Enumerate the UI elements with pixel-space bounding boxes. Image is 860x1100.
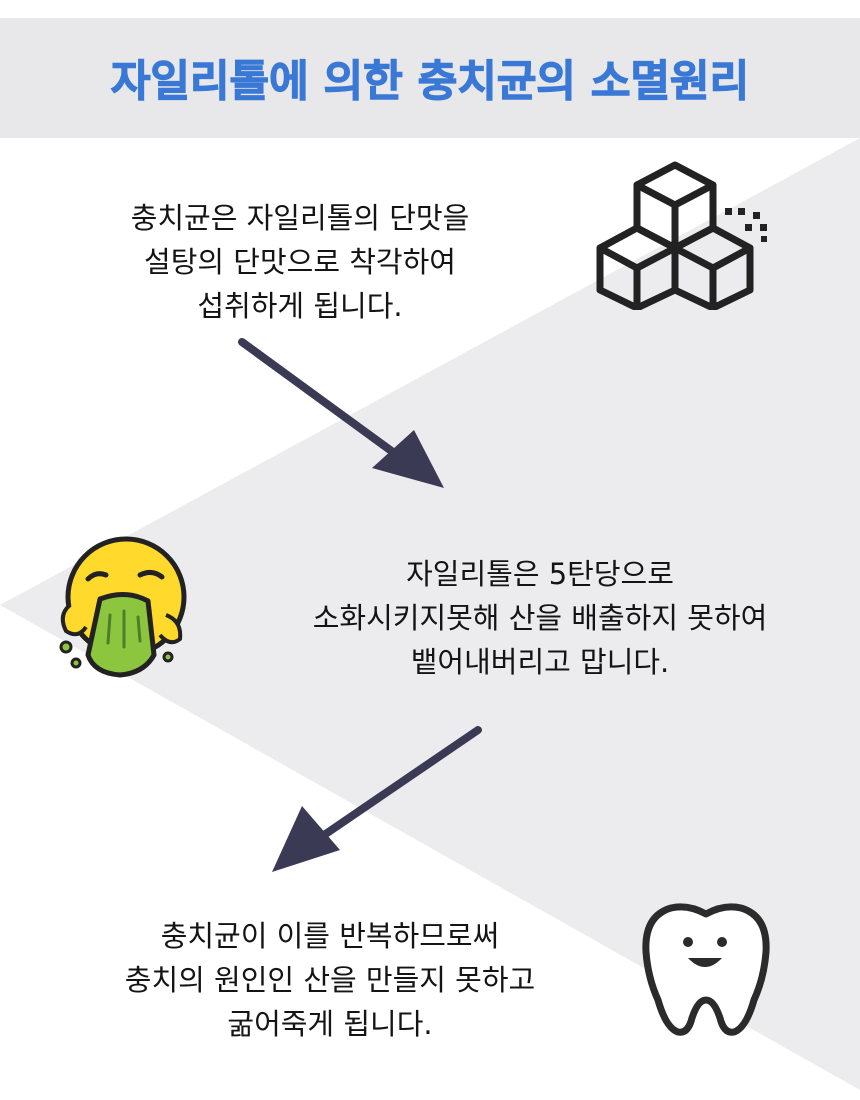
- vomiting-face-icon: [59, 536, 187, 678]
- step-3-line-1: 충치균이 이를 반복하므로써: [160, 919, 500, 953]
- step-2-line-2: 소화시키지못해 산을 배출하지 못하여: [312, 601, 768, 635]
- step-1-line-1: 충치균은 자일리톨의 단맛을: [130, 201, 470, 235]
- sugar-cubes-icon: [596, 161, 767, 310]
- step-2-text: 자일리톨은 5탄당으로 소화시키지못해 산을 배출하지 못하여 뱉어내버리고 맙…: [250, 552, 830, 684]
- step-3-line-3: 굶어죽게 됩니다.: [227, 1007, 433, 1041]
- step-2-line-3: 뱉어내버리고 맙니다.: [410, 645, 670, 679]
- header-banner: 자일리톨에 의한 충치균의 소멸원리: [0, 18, 860, 138]
- step-1-line-2: 설탕의 단맛으로 착각하여: [144, 245, 456, 279]
- smiling-tooth-icon: [642, 903, 770, 1036]
- step-2-line-1: 자일리톨은 5탄당으로: [406, 557, 674, 591]
- step-3-text: 충치균이 이를 반복하므로써 충치의 원인인 산을 만들지 못하고 굶어죽게 됩…: [60, 914, 600, 1046]
- step-1-text: 충치균은 자일리톨의 단맛을 설탕의 단맛으로 착각하여 섭취하게 됩니다.: [90, 196, 510, 328]
- step-1-line-3: 섭취하게 됩니다.: [197, 289, 403, 323]
- page-title: 자일리톨에 의한 충치균의 소멸원리: [110, 56, 750, 107]
- step-3-line-2: 충치의 원인인 산을 만들지 못하고: [124, 963, 536, 997]
